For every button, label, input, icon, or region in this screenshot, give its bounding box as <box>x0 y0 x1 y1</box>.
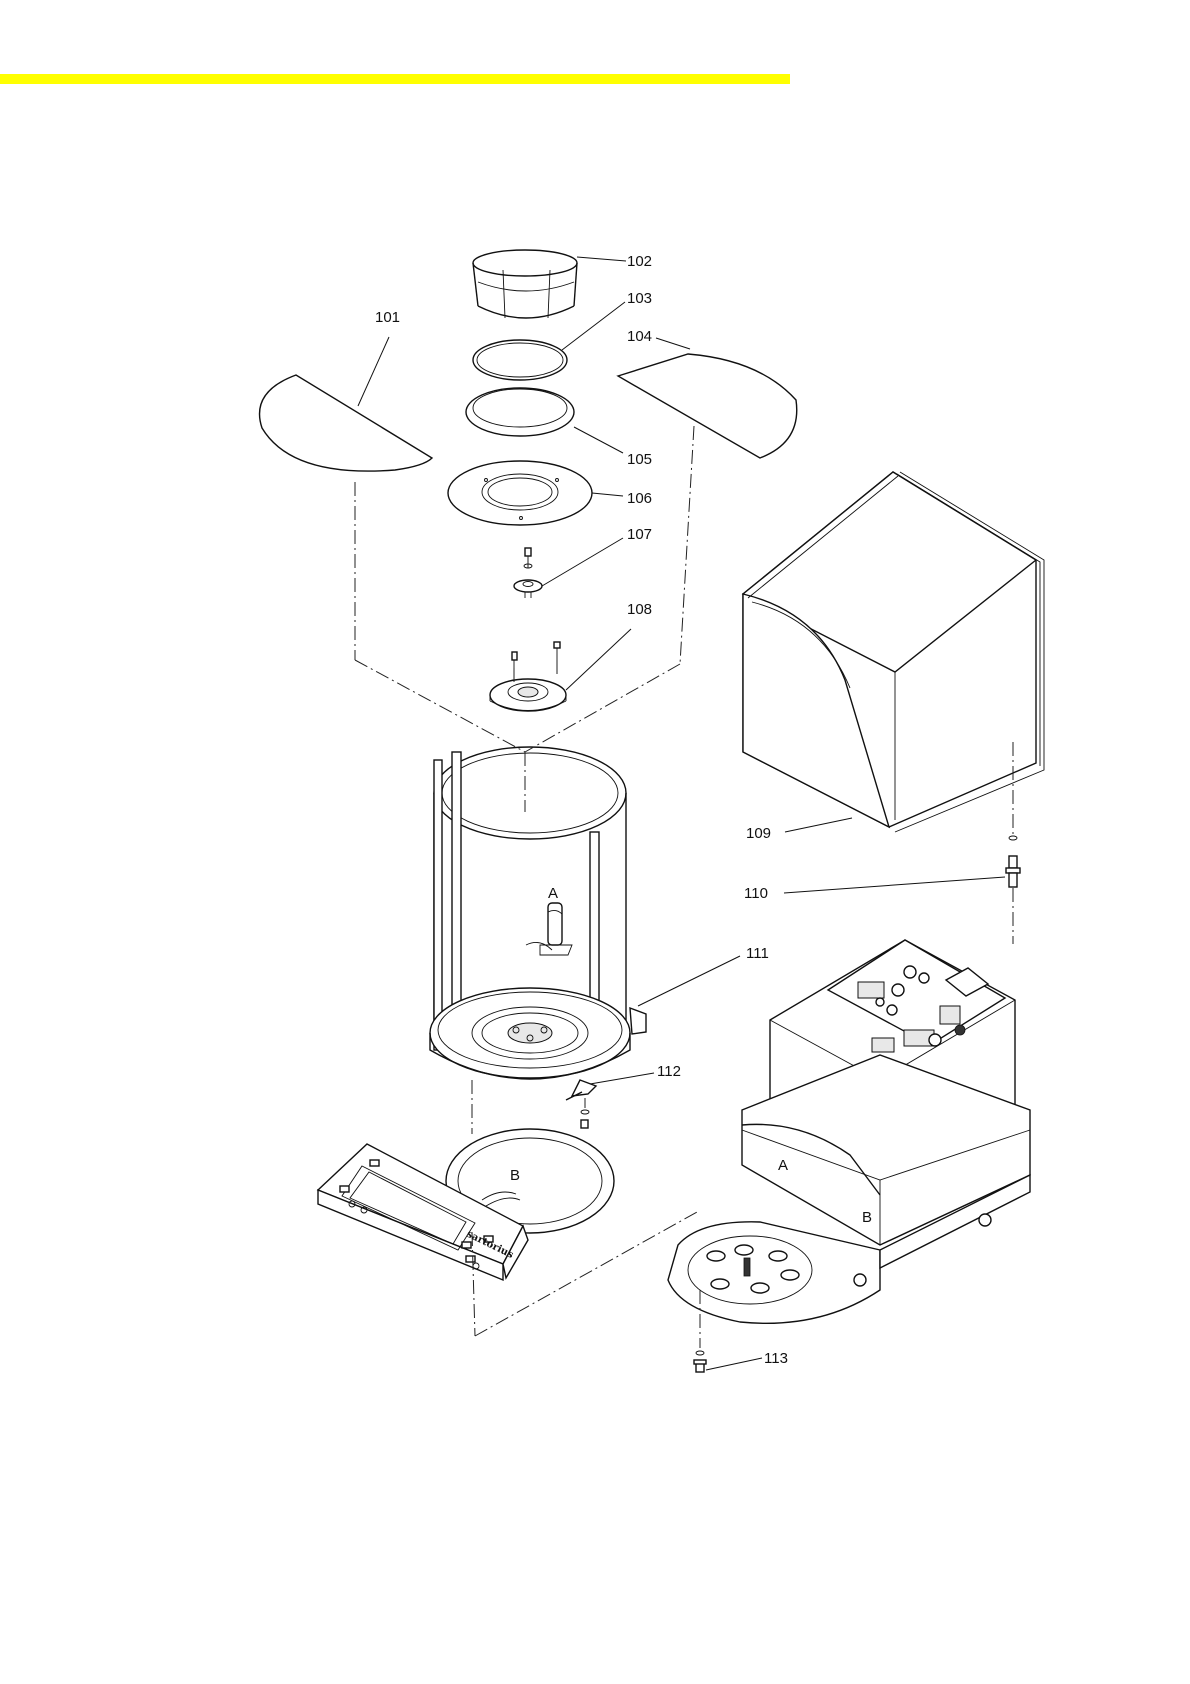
part-112-clip <box>566 1080 596 1128</box>
callout-101: 101 <box>375 309 400 326</box>
part-101-left-side-glass <box>260 375 432 471</box>
part-103-top-disc <box>473 340 567 380</box>
marker-b-base: B <box>862 1209 872 1226</box>
part-105-ring <box>466 388 574 436</box>
callout-110: 110 <box>744 885 768 902</box>
part-106-flange-plate <box>448 461 592 525</box>
part-110-screw <box>1006 836 1020 887</box>
base-unit: A B <box>668 940 1030 1323</box>
callout-103: 103 <box>627 290 652 307</box>
part-113-screw <box>694 1351 706 1372</box>
part-107-weighing-pan <box>514 548 542 598</box>
callout-106: 106 <box>627 490 652 507</box>
callout-108: 108 <box>627 601 652 618</box>
callout-104: 104 <box>627 328 652 345</box>
part-102-shield-ring <box>473 250 577 318</box>
part-108-pan-holder <box>490 642 566 711</box>
callout-112: 112 <box>657 1063 681 1080</box>
callout-105: 105 <box>627 451 652 468</box>
callout-102: 102 <box>627 253 652 270</box>
marker-a-chamber: A <box>548 885 558 902</box>
callout-107: 107 <box>627 526 652 543</box>
callout-109: 109 <box>746 825 771 842</box>
marker-b-ring: B <box>510 1167 520 1184</box>
callout-111: 111 <box>746 945 769 962</box>
part-104-right-side-glass <box>618 354 797 458</box>
marker-a-base: A <box>778 1157 788 1174</box>
callout-113: 113 <box>764 1350 788 1367</box>
part-111-draft-chamber: A <box>430 747 646 1079</box>
part-109-cover-hood <box>743 472 1044 832</box>
